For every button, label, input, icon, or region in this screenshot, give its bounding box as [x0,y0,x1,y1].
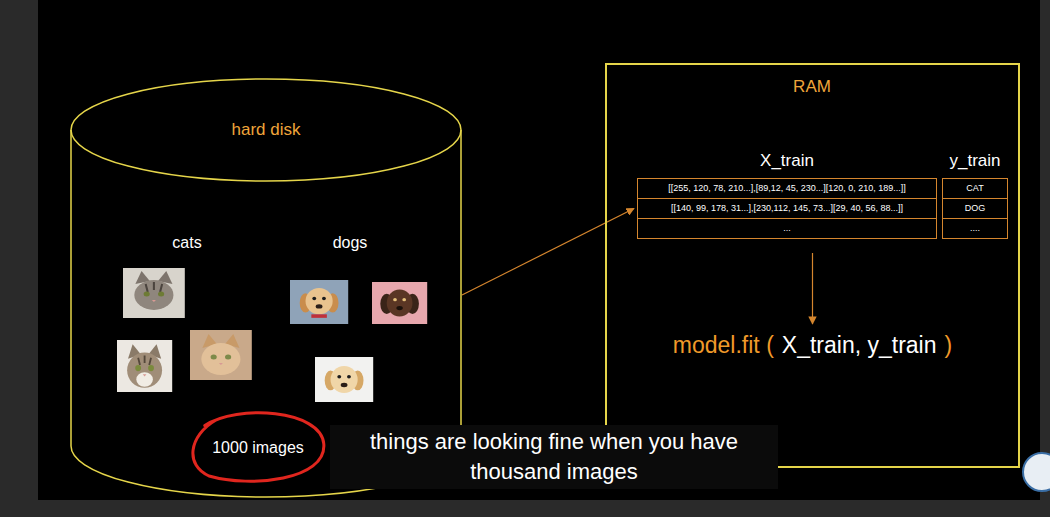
code-text: model.fit ( [673,330,774,360]
code-line: model.fit ( X_train, y_train) [605,330,1020,360]
cat-photo [190,330,252,380]
code-text: X_train, y_train [782,330,937,360]
table-cell: [[140, 99, 178, 31...],[230,112, 145, 73… [637,198,937,219]
count-label: 1000 images [212,439,304,457]
table-cell: ... [637,218,937,239]
video-frame [38,0,1040,500]
code-text: ) [945,330,953,360]
cat-photo [117,340,172,392]
highlight-circle: 1000 images [188,408,328,488]
folder-label: dogs [333,234,368,252]
label-table: y_trainCATDOG.... [942,148,1008,239]
table-cell: .... [942,218,1008,239]
panel-title: RAM [793,77,831,97]
cat-photo [123,268,185,318]
channel-logo [1023,453,1050,491]
ram-box: RAM X_train [[255, 120, 78, 210...],[89,12… [605,63,1020,468]
box-outline [605,63,1020,468]
table-cell: [[255, 120, 78, 210...],[89,12, 45, 230.… [637,178,937,199]
arrow-connector [462,209,634,296]
column-header: X_train [637,148,937,174]
arrow-connector [812,253,813,324]
table-cell: CAT [942,178,1008,199]
feature-table: X_train [[255, 120, 78, 210...],[89,12, 4… [637,148,937,239]
subtitle-caption: things are looking fine when you have th… [330,425,778,489]
folder-label: cats [172,234,201,252]
code-call: model.fit ( X_train, y_train) [605,330,1020,360]
table-cell: DOG [942,198,1008,219]
column-header: y_train [942,148,1008,174]
dog-photo [315,357,373,402]
dog-photo [372,282,427,324]
disk-label: hard disk [232,120,301,140]
dog-photo [290,280,348,324]
